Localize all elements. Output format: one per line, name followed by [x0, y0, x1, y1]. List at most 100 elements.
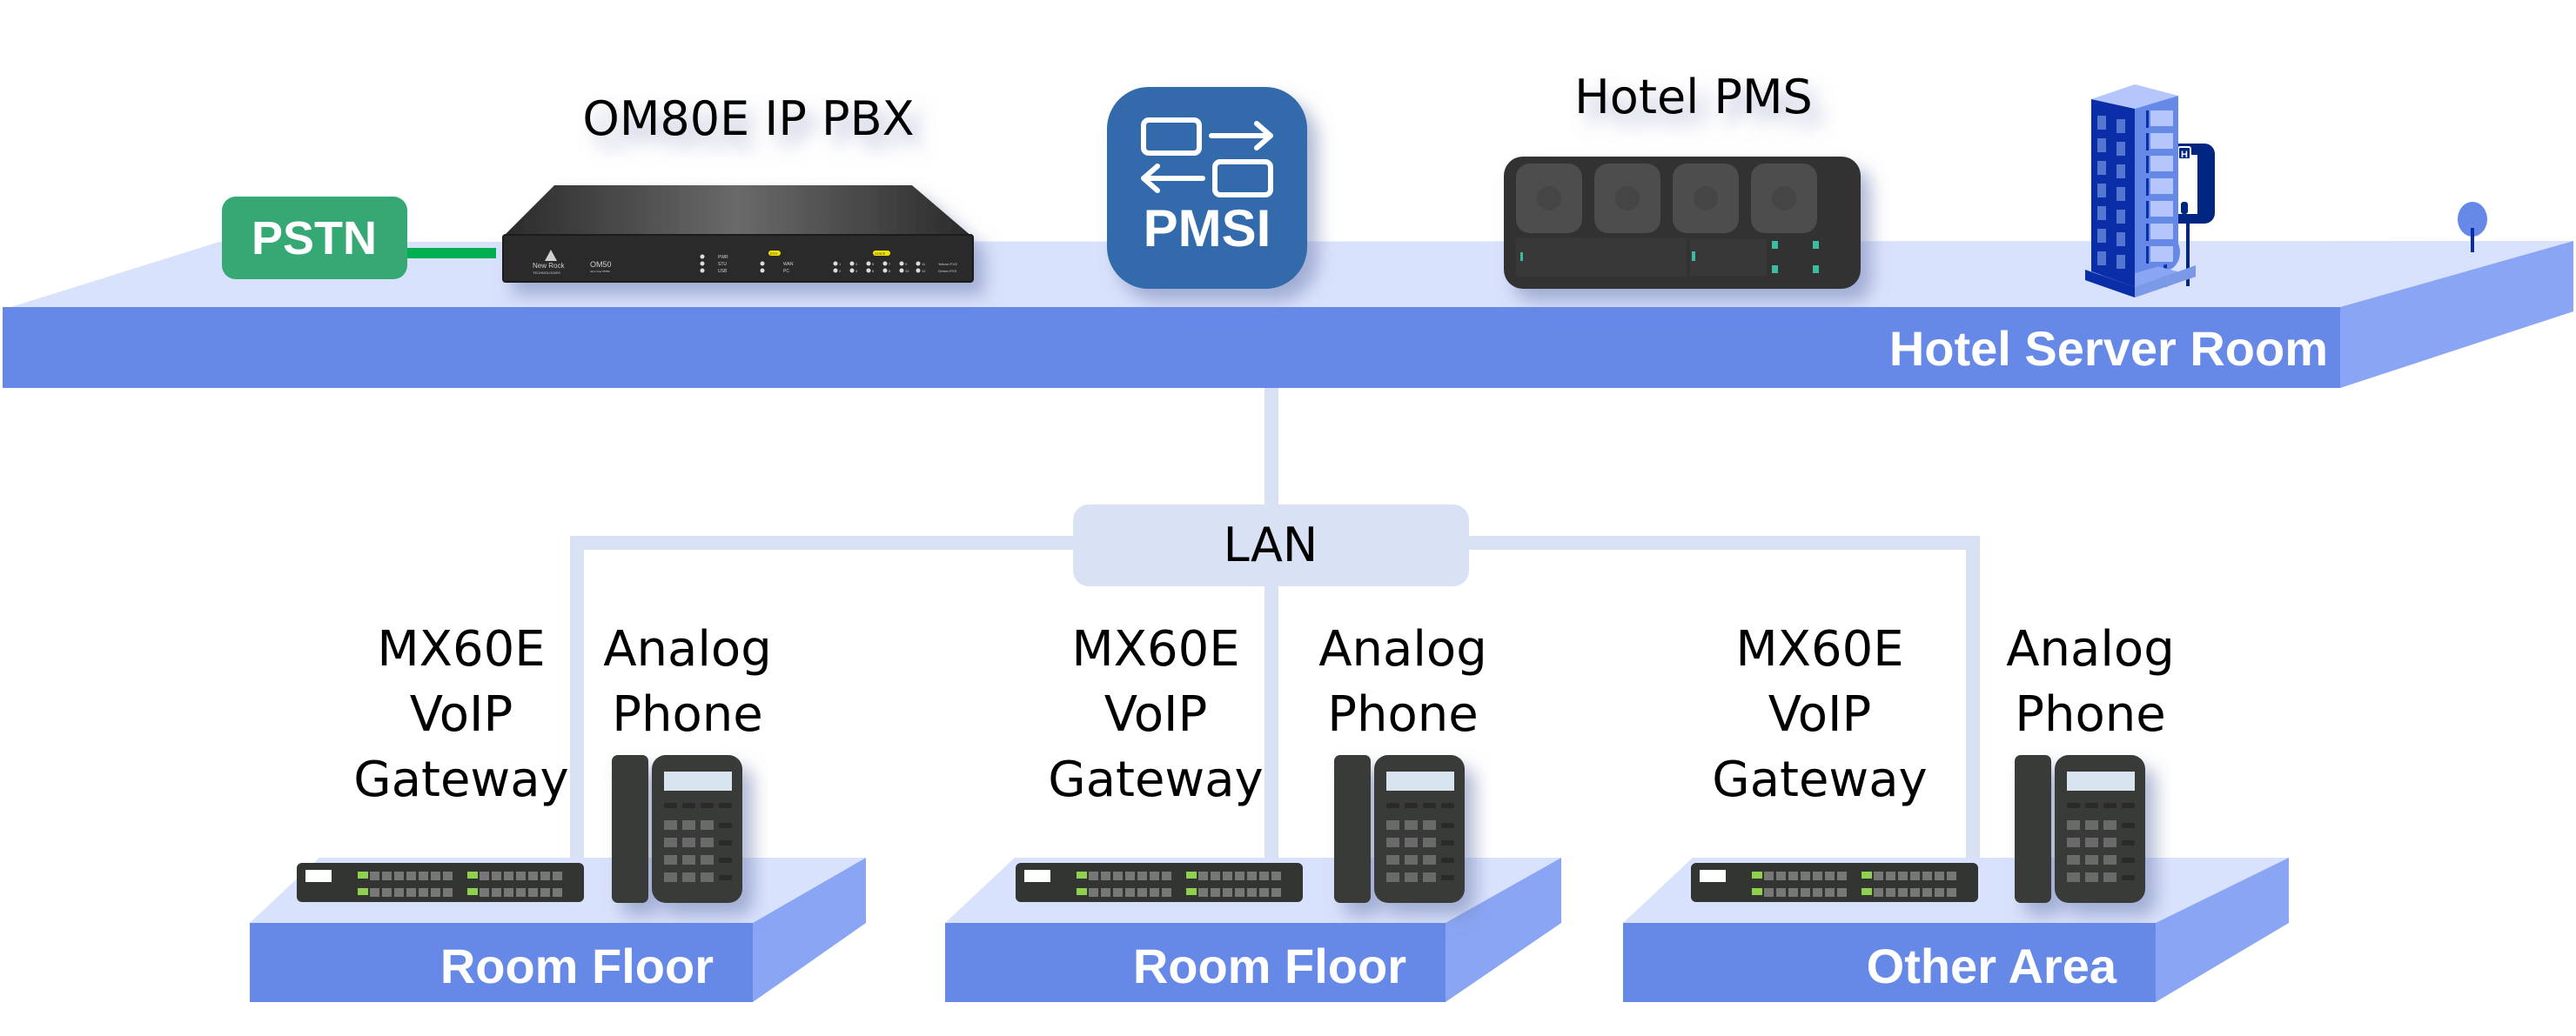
voice-led-number: 11: [922, 262, 926, 266]
phone-function-key: [2122, 803, 2135, 808]
phone-side-key: [1441, 858, 1454, 863]
gateway-port: [1150, 888, 1159, 897]
phone-keypad-key: [701, 855, 714, 865]
phone-keypad-key: [1423, 838, 1436, 847]
phone-keypad-key: [2067, 855, 2080, 865]
gateway-port: [1922, 888, 1932, 897]
gateway-port: [1837, 888, 1847, 897]
analog-phone-icon[interactable]: [1334, 755, 1465, 903]
area-platform-front: [1623, 923, 2156, 1002]
window-frame: [2146, 246, 2149, 264]
gateway-port: [406, 888, 416, 897]
voice-led-number: 4: [855, 269, 858, 273]
window: [2150, 201, 2173, 217]
voice-led: [899, 268, 904, 273]
gateway-port: [1235, 872, 1244, 880]
drive-bay-knob: [1772, 186, 1796, 211]
phone-side-key: [1441, 875, 1454, 880]
pms-server[interactable]: Hotel PMS: [1504, 70, 1861, 289]
gateway-port-led: [1752, 872, 1762, 879]
drop-line-area-2: [1265, 536, 1278, 866]
window-frame: [2146, 178, 2149, 196]
gateway-port: [553, 888, 562, 897]
phone-label-line: Phone: [612, 686, 762, 743]
new-rock-logo-icon: [545, 250, 557, 261]
window: [2116, 142, 2125, 156]
gateway-port: [1776, 888, 1786, 897]
phone-side-key: [2122, 823, 2135, 828]
gateway-port: [1162, 872, 1171, 880]
area-platform-side: [1446, 858, 1561, 1002]
gateway-port: [1211, 888, 1220, 897]
analog-phone-icon[interactable]: [2015, 755, 2145, 903]
gateway-port: [1801, 872, 1810, 880]
gateway-port-led: [467, 872, 478, 879]
gateway-port: [1947, 872, 1956, 880]
window: [2150, 110, 2173, 126]
gateway-port-led: [1186, 872, 1197, 879]
phone-function-key: [664, 803, 677, 808]
pbx-status-leds: PWR STU USB: [700, 254, 728, 274]
gateway-port: [370, 888, 379, 897]
gateway-port: [382, 872, 392, 880]
gateway-port: [1247, 872, 1257, 880]
voip-gateway-device[interactable]: [1691, 863, 1978, 902]
phone-keypad-key: [1386, 855, 1399, 865]
gateway-port: [431, 872, 440, 880]
gateway-port: [1101, 872, 1110, 880]
phone-handset: [612, 755, 648, 903]
voip-gateway-device[interactable]: [297, 863, 584, 902]
gateway-label-line: VoIP: [410, 686, 513, 743]
gateway-port: [419, 888, 428, 897]
gateway-port: [1922, 872, 1932, 880]
gateway-port: [1101, 888, 1110, 897]
voice-led: [916, 268, 921, 273]
gateway-port-led: [1862, 872, 1872, 879]
phone-keypad-key: [2067, 838, 2080, 847]
gateway-port-led: [1077, 888, 1087, 895]
voip-gateway-device[interactable]: [1016, 863, 1303, 902]
area-label: Room Floor: [440, 939, 714, 993]
voice-led: [849, 261, 855, 266]
area-label: Other Area: [1867, 939, 2117, 993]
phone-keypad-key: [2085, 855, 2098, 865]
gateway-port: [1801, 888, 1810, 897]
gateway-port: [1198, 872, 1208, 880]
phone-keypad-key: [2085, 838, 2098, 847]
pbx-device[interactable]: OM80E IP PBX New Rock TECHNOLOGIES OM50 …: [502, 91, 974, 283]
pmsi-label: PMSI: [1144, 199, 1271, 257]
voice-led-number: 1: [839, 262, 842, 266]
voice-led: [866, 268, 871, 273]
lan-node[interactable]: LAN: [1073, 505, 1469, 586]
pbx-front-panel: [502, 234, 974, 283]
drop-line-area-3: [1966, 536, 1980, 866]
pstn-label: PSTN: [252, 212, 377, 264]
gateway-port: [504, 872, 513, 880]
gateway-port: [492, 872, 501, 880]
led-pc-label: PC: [783, 269, 789, 274]
phone-side-key: [719, 840, 732, 846]
gateway-port: [1813, 888, 1822, 897]
phone-keypad-key: [1386, 838, 1399, 847]
voice-group-label: VOICE: [875, 251, 886, 256]
phone-keypad-key: [2085, 820, 2098, 830]
pbx-brand-sub: TECHNOLOGIES: [533, 271, 560, 275]
pbx-top-face: [503, 185, 972, 237]
phone-display: [1386, 772, 1454, 791]
pstn-node[interactable]: PSTN: [222, 197, 496, 279]
window-frame: [2146, 201, 2149, 218]
voice-led: [882, 261, 888, 266]
gateway-label-line: VoIP: [1104, 686, 1208, 743]
gateway-port: [1935, 872, 1944, 880]
gateway-port-led: [1186, 888, 1197, 895]
gateway-label-line: Gateway: [1712, 752, 1927, 808]
analog-phone-icon[interactable]: [612, 755, 742, 903]
gateway-port: [480, 888, 489, 897]
pmsi-node[interactable]: PMSI: [1107, 87, 1307, 289]
pbx-brand: New Rock: [533, 262, 565, 270]
window-frame: [2146, 110, 2149, 128]
eth-group-label: ETH: [770, 251, 777, 256]
server-room-label: Hotel Server Room: [1889, 321, 2328, 376]
